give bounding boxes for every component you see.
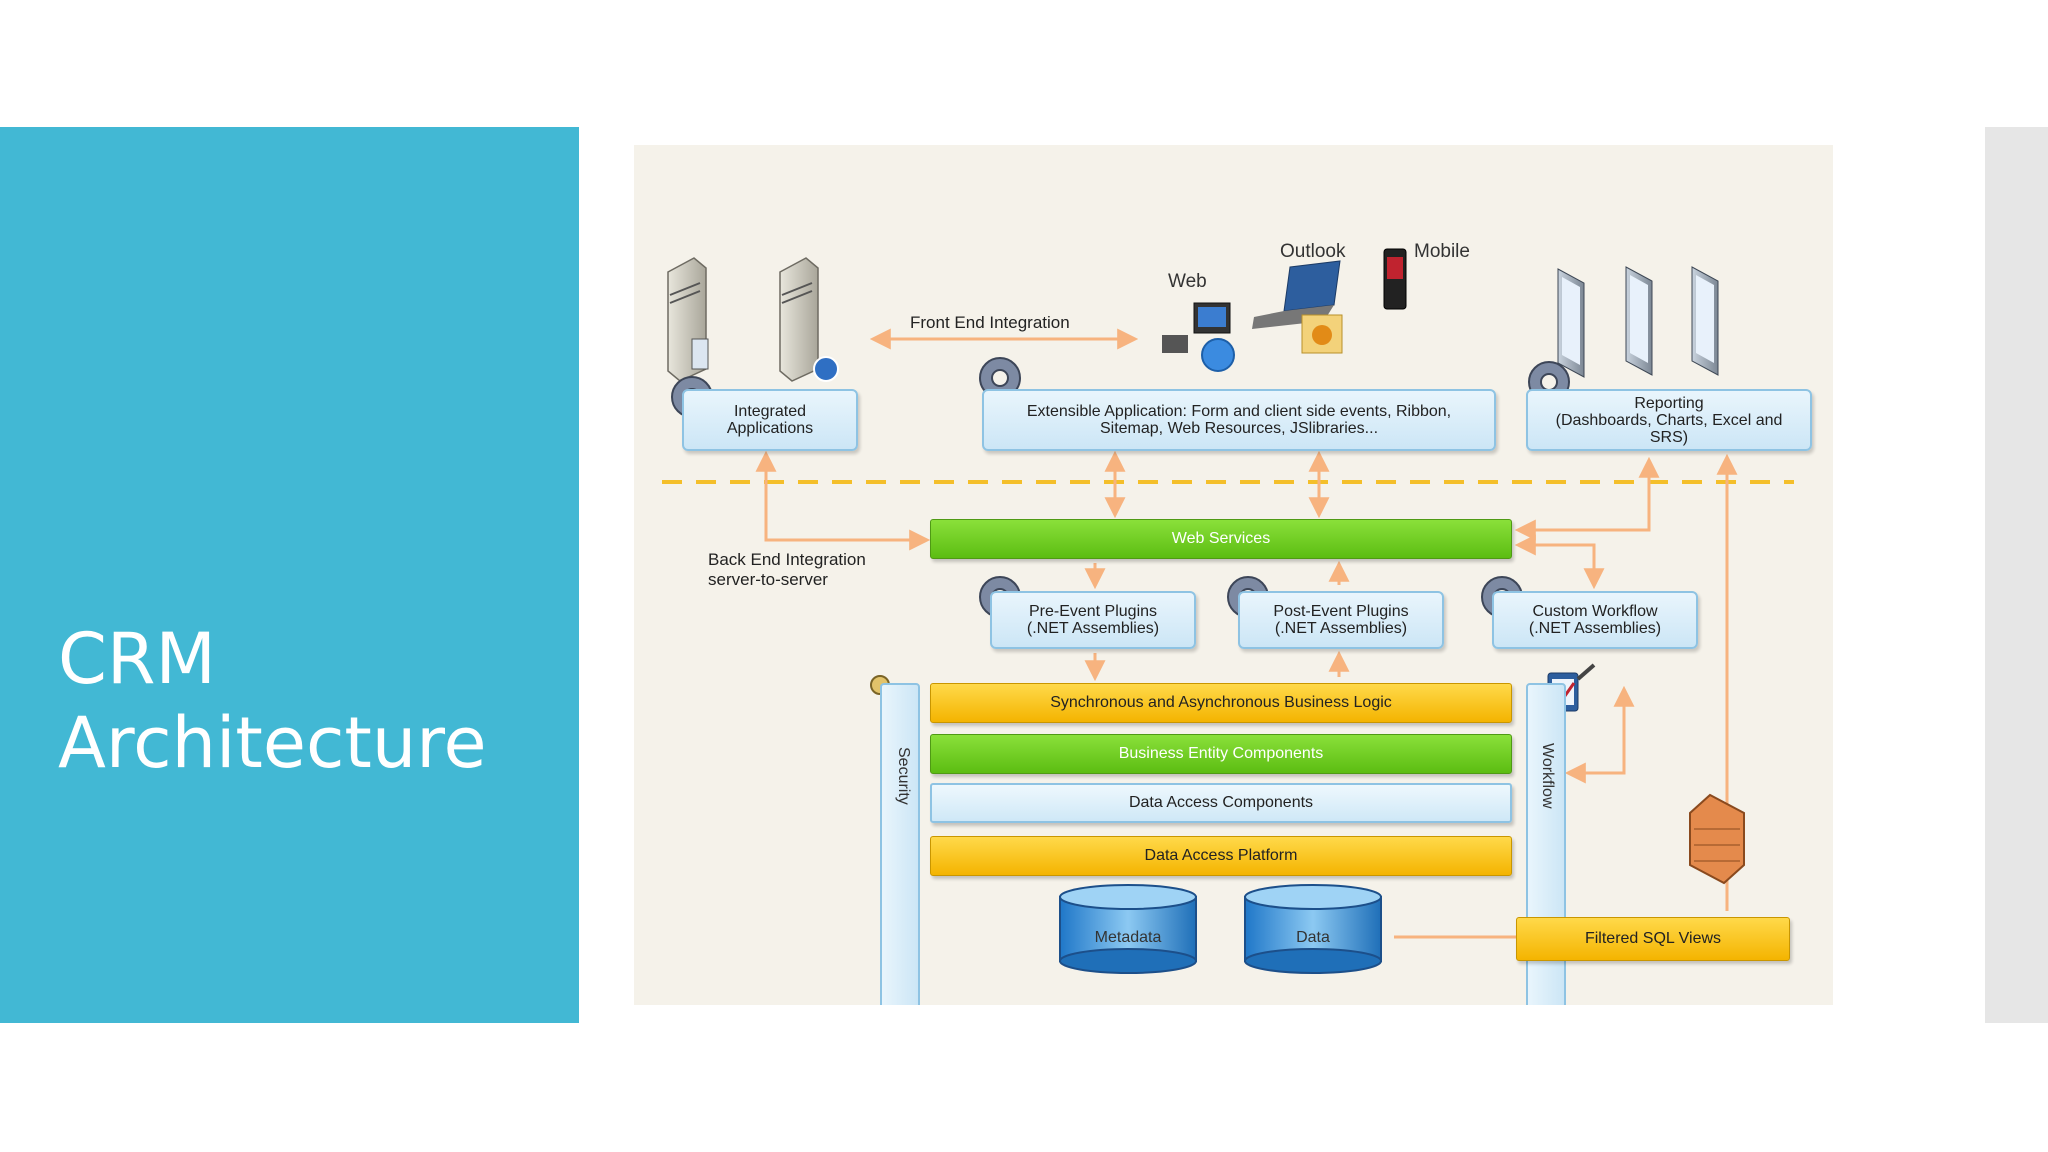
web-label: Web bbox=[1168, 271, 1207, 292]
diagram-graphics bbox=[662, 248, 1794, 974]
mobile-label: Mobile bbox=[1414, 241, 1470, 262]
integrated-applications-box: Integrated Applications bbox=[682, 389, 858, 451]
server-icons bbox=[667, 257, 839, 382]
pre-event-line-1: Pre-Event Plugins bbox=[1028, 603, 1158, 620]
slide-title: CRM Architecture bbox=[58, 617, 558, 785]
next-slide-edge bbox=[1985, 127, 2048, 1023]
post-event-plugins-box: Post-Event Plugins (.NET Assemblies) bbox=[1238, 591, 1444, 649]
extensible-line-2: Sitemap, Web Resources, JSlibraries... bbox=[1099, 420, 1379, 437]
slide-title-line-2: Architecture bbox=[58, 702, 487, 784]
pre-event-plugins-box: Pre-Event Plugins (.NET Assemblies) bbox=[990, 591, 1196, 649]
custom-workflow-line-2: (.NET Assemblies) bbox=[1528, 620, 1662, 637]
metadata-label: Metadata bbox=[1094, 929, 1162, 946]
business-entity-components-bar: Business Entity Components bbox=[930, 734, 1512, 774]
business-logic-bar: Synchronous and Asynchronous Business Lo… bbox=[930, 683, 1512, 723]
custom-workflow-line-1: Custom Workflow bbox=[1532, 603, 1658, 620]
outlook-label: Outlook bbox=[1280, 241, 1346, 262]
back-end-integration-label: Back End Integration server-to-server bbox=[708, 550, 866, 590]
outlook-client-icon bbox=[1252, 260, 1343, 354]
post-event-line-1: Post-Event Plugins bbox=[1273, 603, 1409, 620]
security-column bbox=[880, 683, 920, 1005]
data-label: Data bbox=[1296, 929, 1330, 946]
slide-title-line-1: CRM bbox=[58, 618, 216, 700]
reporting-line-3: SRS) bbox=[1649, 428, 1689, 446]
data-database-icon bbox=[1244, 884, 1382, 974]
connector-arrows bbox=[755, 328, 1738, 939]
back-end-line-2: server-to-server bbox=[708, 570, 828, 589]
post-event-line-2: (.NET Assemblies) bbox=[1274, 620, 1408, 637]
reporting-line-2: (Dashboards, Charts, Excel and bbox=[1555, 411, 1783, 429]
reporting-box: Reporting (Dashboards, Charts, Excel and… bbox=[1526, 389, 1812, 451]
integrated-line-2: Applications bbox=[726, 420, 814, 437]
pre-event-line-2: (.NET Assemblies) bbox=[1026, 620, 1160, 637]
workflow-label: Workflow bbox=[1539, 743, 1556, 809]
extensible-application-box: Extensible Application: Form and client … bbox=[982, 389, 1496, 451]
reporting-line-1: Reporting bbox=[1634, 394, 1704, 412]
front-end-integration-label: Front End Integration bbox=[910, 313, 1070, 332]
report-icons bbox=[1557, 266, 1719, 378]
title-panel: CRM Architecture bbox=[0, 127, 579, 1023]
integrated-line-1: Integrated bbox=[733, 403, 807, 420]
back-end-line-1: Back End Integration bbox=[708, 550, 866, 569]
extensible-line-1: Extensible Application: Form and client … bbox=[1026, 403, 1452, 420]
custom-workflow-box: Custom Workflow (.NET Assemblies) bbox=[1492, 591, 1698, 649]
web-services-bar: Web Services bbox=[930, 519, 1512, 559]
mobile-client-icon bbox=[1383, 248, 1407, 310]
web-client-icon bbox=[1162, 302, 1235, 372]
metadata-database-icon bbox=[1059, 884, 1197, 974]
firewall-icon bbox=[1689, 793, 1745, 885]
data-access-platform-bar: Data Access Platform bbox=[930, 836, 1512, 876]
data-access-components-bar: Data Access Components bbox=[930, 783, 1512, 823]
filtered-sql-views-bar: Filtered SQL Views bbox=[1516, 917, 1790, 961]
crm-architecture-diagram: Front End Integration Back End Integrati… bbox=[634, 145, 1833, 1005]
security-label: Security bbox=[895, 747, 912, 805]
